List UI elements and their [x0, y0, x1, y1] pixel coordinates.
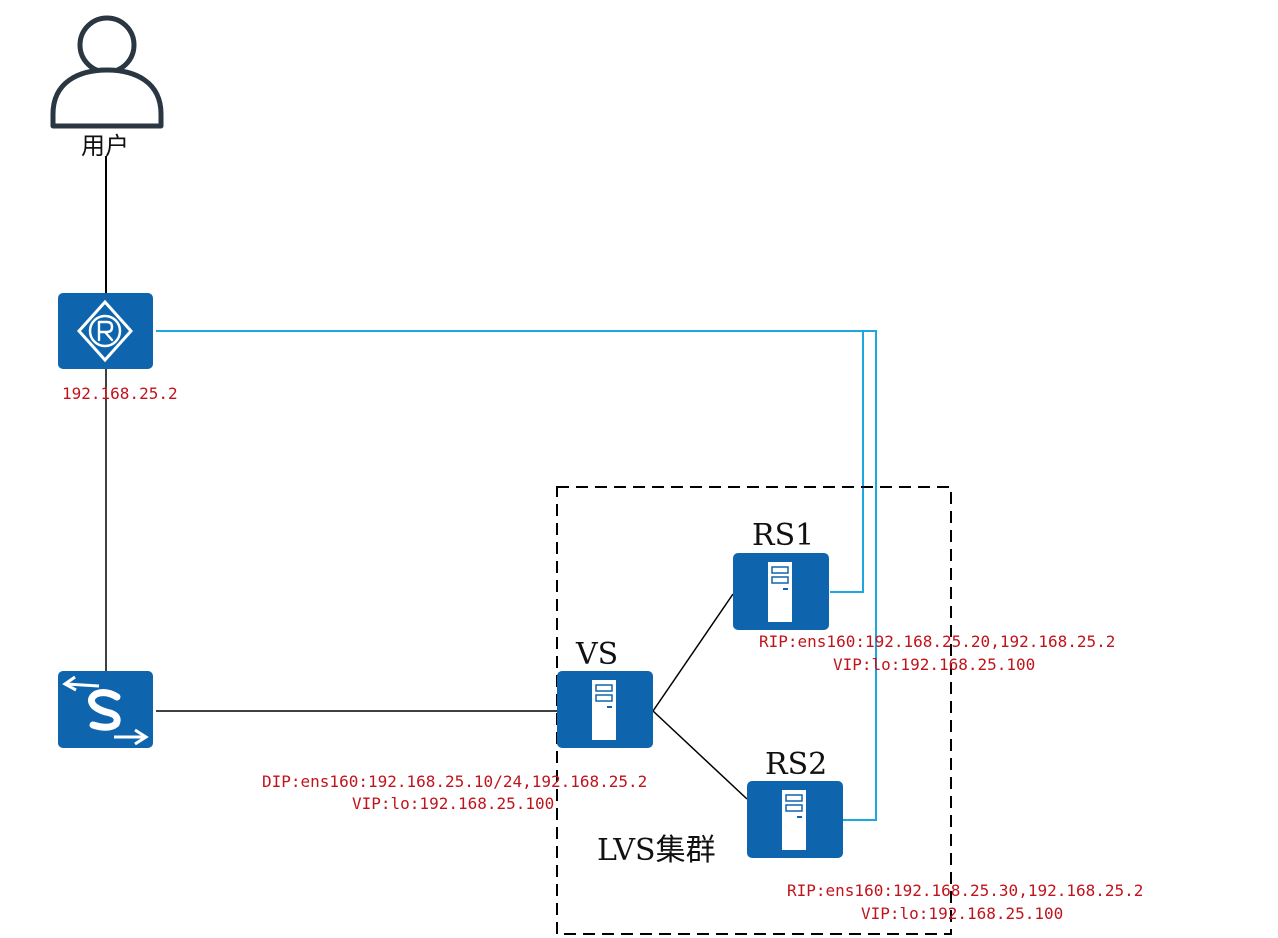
link-vs-rs1: [652, 593, 734, 712]
rs2-label: RS2: [765, 747, 827, 782]
rs1-vip: VIP:lo:192.168.25.100: [833, 655, 1035, 674]
link-router-rs2-return: [156, 330, 877, 821]
router-icon[interactable]: [58, 293, 153, 369]
rs2-rip: RIP:ens160:192.168.25.30,192.168.25.2: [787, 881, 1143, 900]
link-vs-rs2: [652, 710, 748, 800]
rs1-rip: RIP:ens160:192.168.25.20,192.168.25.2: [759, 632, 1115, 651]
rs2-vip: VIP:lo:192.168.25.100: [861, 904, 1063, 923]
vs-vip: VIP:lo:192.168.25.100: [352, 794, 554, 813]
vs-label: VS: [575, 637, 618, 672]
switch-icon[interactable]: [58, 671, 153, 748]
user-label: 用户: [81, 132, 129, 160]
cluster-label: LVS集群: [597, 833, 716, 868]
rs1-label: RS1: [752, 518, 814, 553]
rs2-server-icon[interactable]: [747, 781, 843, 858]
links: [105, 156, 877, 821]
router-ip: 192.168.25.2: [62, 384, 178, 403]
user-icon: [50, 15, 164, 129]
lvs-cluster-boundary: [556, 486, 952, 935]
rs1-server-icon[interactable]: [733, 553, 829, 630]
vs-dip: DIP:ens160:192.168.25.10/24,192.168.25.2: [262, 772, 647, 791]
vs-server-icon[interactable]: [557, 671, 653, 748]
